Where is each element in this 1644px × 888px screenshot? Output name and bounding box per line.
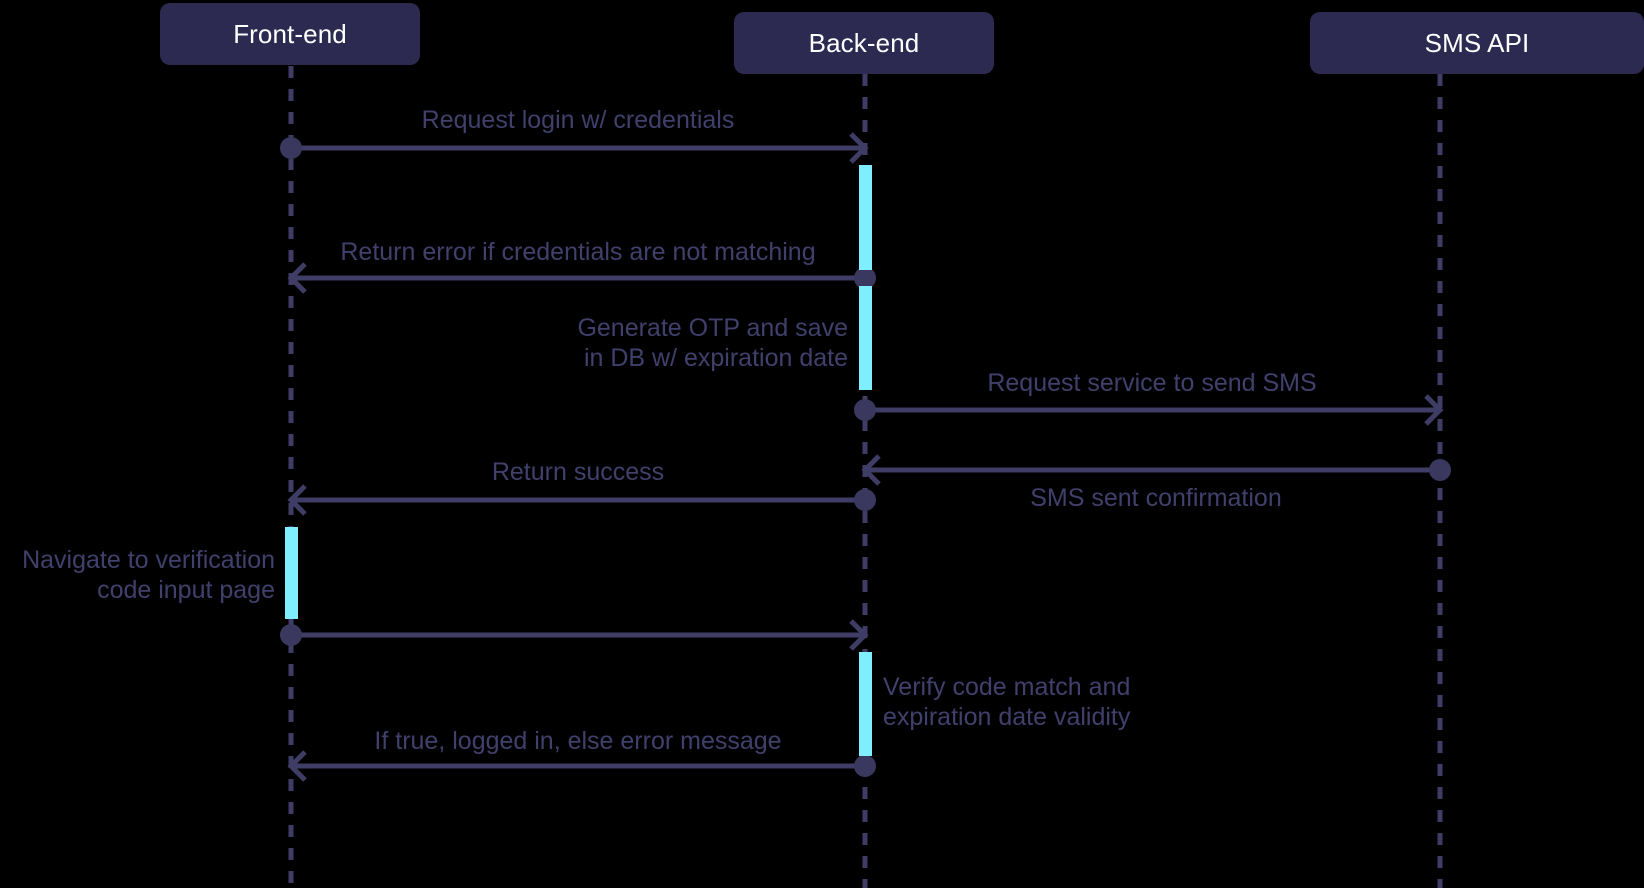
message-origin-dot: [280, 624, 302, 646]
message-origin-dot: [854, 399, 876, 421]
message-label-m5: SMS sent confirmation: [1030, 484, 1282, 512]
participant-backend[interactable]: Back-end: [734, 12, 994, 74]
message-arrow-m2: [287, 262, 876, 294]
message-arrow-m4: [854, 394, 1444, 426]
arrowhead-icon: [849, 132, 869, 164]
arrowhead-icon: [287, 262, 307, 294]
participant-label-smsapi: SMS API: [1424, 27, 1530, 58]
message-arrow-m1: [280, 132, 869, 164]
message-label-line: code input page: [97, 576, 275, 604]
participant-frontend[interactable]: Front-end: [160, 3, 420, 65]
activation-bar-backend: [859, 286, 872, 390]
message-label-line: expiration date validity: [883, 703, 1131, 731]
activation-bar-frontend: [285, 527, 298, 619]
message-origin-dot: [854, 267, 876, 289]
arrowhead-icon: [861, 454, 881, 486]
arrowhead-icon: [287, 750, 307, 782]
message-label-m6: Return success: [491, 458, 665, 486]
message-arrow-m5: [861, 454, 1451, 486]
message-arrow-m10: [287, 750, 876, 782]
activations-group: [285, 165, 872, 756]
message-label-line: Verify code match and: [883, 673, 1131, 701]
message-label-line: Generate OTP and save: [577, 314, 848, 342]
messages-group: [280, 132, 1451, 782]
message-arrow-m6: [287, 484, 876, 516]
message-arrow-m8: [280, 619, 869, 651]
message-label-m2: Return error if credentials are not matc…: [340, 238, 816, 266]
message-origin-dot: [854, 755, 876, 777]
participant-label-frontend: Front-end: [233, 18, 347, 49]
participant-smsapi[interactable]: SMS API: [1310, 12, 1644, 74]
participant-label-backend: Back-end: [808, 27, 920, 58]
message-origin-dot: [280, 137, 302, 159]
message-label-line: Navigate to verification: [22, 546, 275, 574]
message-label-m10: If true, logged in, else error message: [374, 727, 782, 755]
activation-bar-backend: [859, 165, 872, 270]
arrowhead-icon: [849, 619, 869, 651]
message-origin-dot: [854, 489, 876, 511]
arrowhead-icon: [1424, 394, 1444, 426]
message-label-m1: Request login w/ credentials: [421, 106, 735, 134]
message-label-m4: Request service to send SMS: [987, 369, 1317, 397]
arrowhead-icon: [287, 484, 307, 516]
activation-bar-backend: [859, 652, 872, 756]
message-origin-dot: [1429, 459, 1451, 481]
message-label-line: in DB w/ expiration date: [583, 344, 848, 372]
